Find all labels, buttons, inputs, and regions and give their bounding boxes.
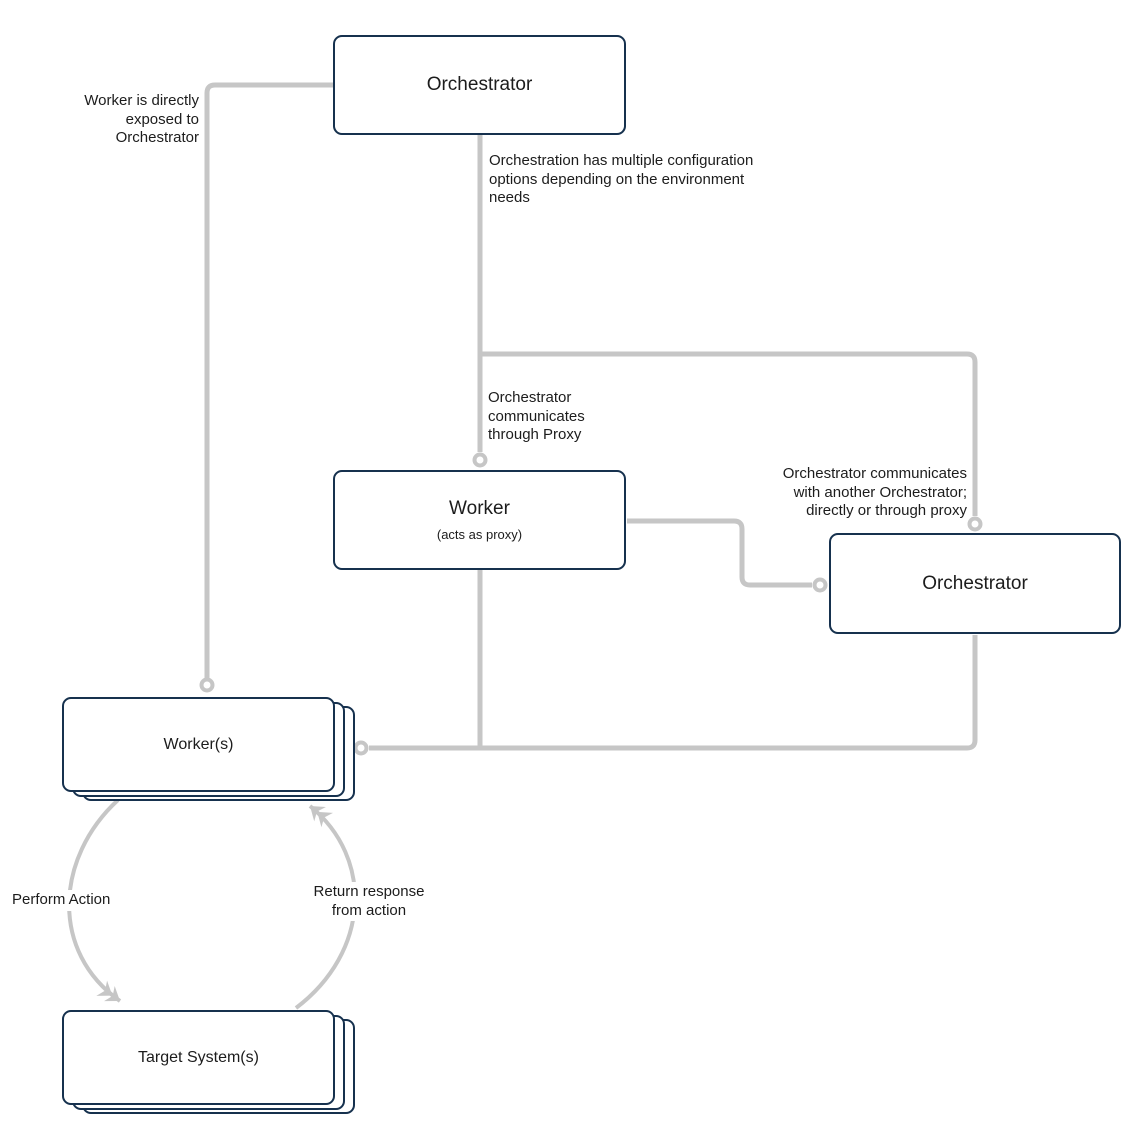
- node-orchestrator-top: Orchestrator: [333, 35, 626, 135]
- node-worker-proxy-sublabel: (acts as proxy): [436, 527, 523, 542]
- connector-orchestrator-to-orchestrator-right: [480, 351, 978, 516]
- connector-orchestrator-to-workers: [204, 82, 333, 678]
- node-worker-proxy: Worker (acts as proxy): [333, 470, 626, 570]
- node-target-systems-layer-front: Target System(s): [62, 1010, 335, 1105]
- node-orchestrator-right: Orchestrator: [829, 533, 1121, 634]
- connector-worker-proxy-to-orchestrator-right: [627, 518, 812, 588]
- port-orchestrator-right-left: [812, 577, 828, 593]
- node-orchestrator-right-label: Orchestrator: [922, 572, 1028, 594]
- node-target-systems: Target System(s): [62, 1010, 356, 1115]
- port-workers-top: [199, 677, 215, 693]
- annotation-through-proxy: Orchestrator communicates through Proxy: [488, 389, 585, 443]
- port-orchestrator-right-top: [967, 516, 983, 532]
- node-workers-label: Worker(s): [163, 735, 234, 753]
- node-workers-layer-front: Worker(s): [62, 697, 335, 792]
- annotation-config-options: Orchestration has multiple configuration…: [489, 152, 754, 206]
- port-workers-right: [353, 740, 369, 756]
- annotation-worker-exposed: Worker is directly exposed to Orchestrat…: [84, 92, 199, 146]
- annotation-orch-to-orch: Orchestrator communicates with another O…: [782, 465, 967, 519]
- port-worker-proxy-top: [472, 452, 488, 468]
- annotation-perform-action: Perform Action: [10, 890, 113, 911]
- connector-workers-to-orchestrator-right: [369, 635, 978, 751]
- annotation-return-response: Return response from action: [302, 882, 436, 921]
- node-target-systems-label: Target System(s): [138, 1048, 259, 1066]
- node-orchestrator-top-label: Orchestrator: [426, 74, 533, 95]
- node-workers: Worker(s): [62, 697, 356, 802]
- node-worker-proxy-label: Worker: [449, 498, 510, 519]
